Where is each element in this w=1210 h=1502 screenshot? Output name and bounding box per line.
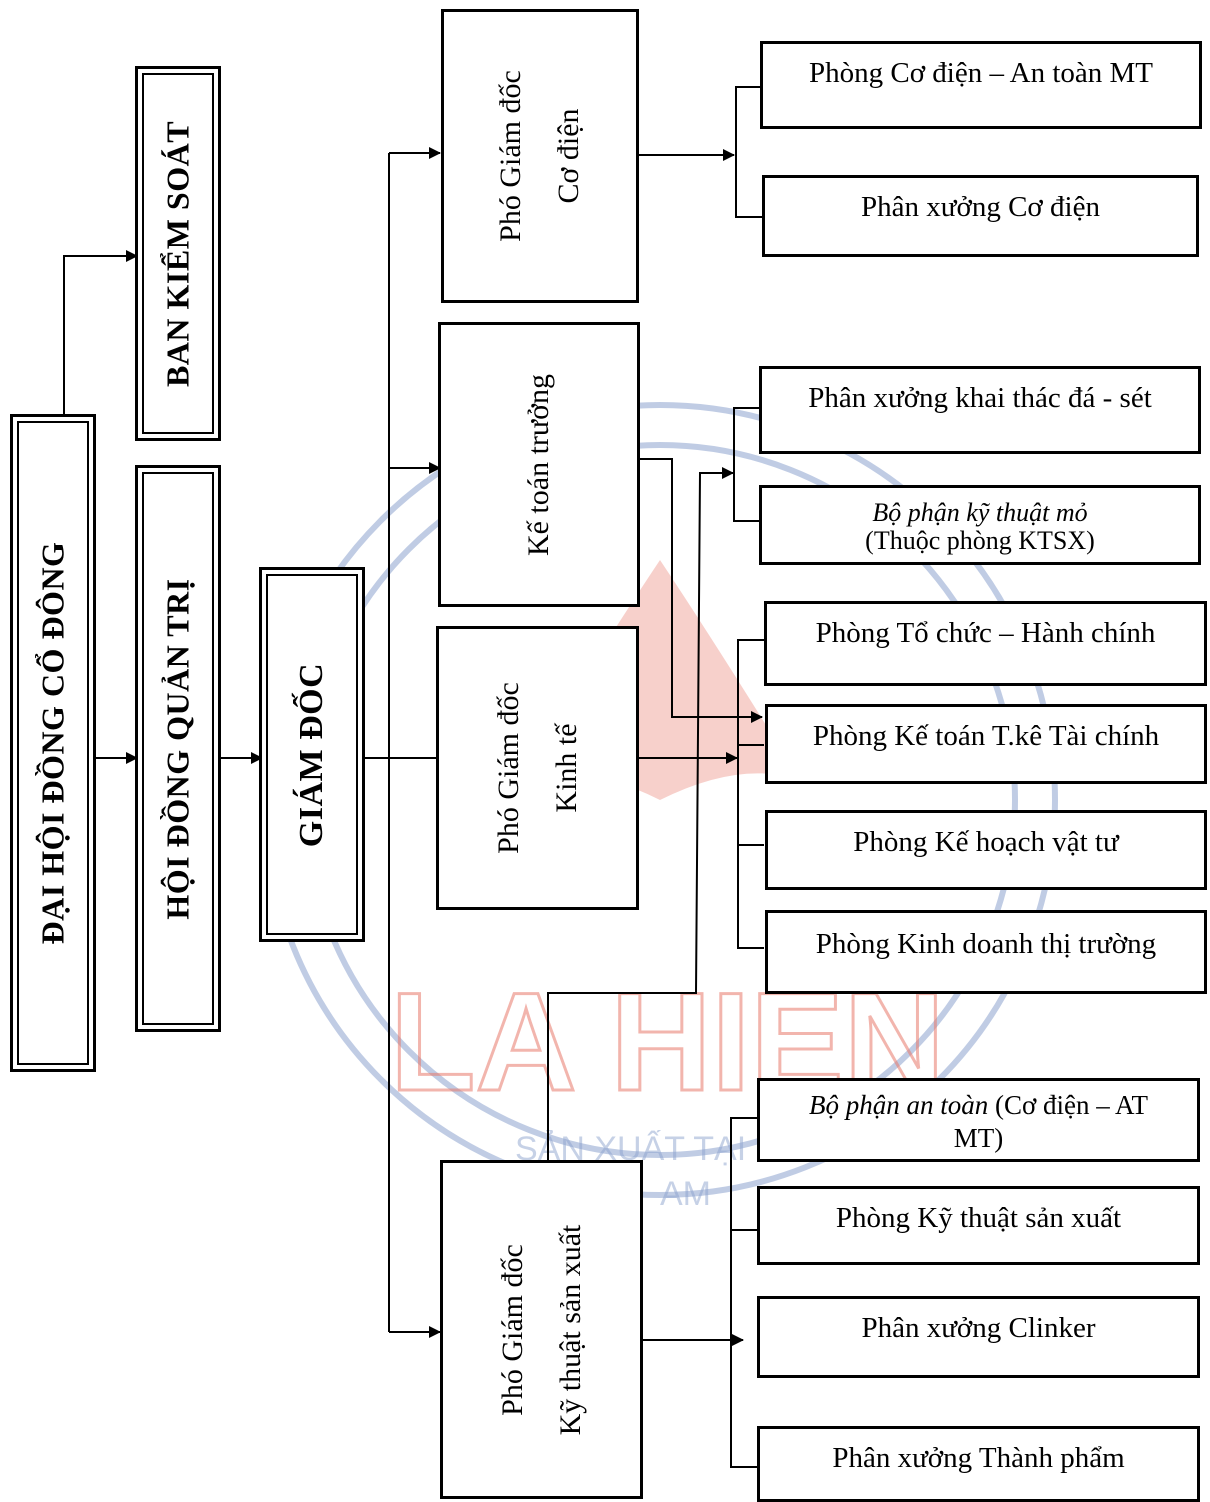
unit-safety-italic: Bộ phận an toàn bbox=[808, 1090, 989, 1120]
deputy-tech-label: Phó Giám đốc Kỹ thuật sản xuất bbox=[484, 1224, 600, 1435]
watermark-small-2: AM bbox=[660, 1175, 711, 1213]
board-box[interactable]: HỘI ĐỒNG QUẢN TRỊ bbox=[135, 465, 221, 1032]
deputy-econ-box[interactable]: Phó Giám đốc Kinh tế bbox=[436, 626, 639, 910]
unit-org-admin-label: Phòng Tổ chức – Hành chính bbox=[815, 617, 1156, 649]
deputy-mech-box[interactable]: Phó Giám đốc Cơ điện bbox=[441, 9, 639, 303]
shareholders-box[interactable]: ĐẠI HỘI ĐỒNG CỔ ĐÔNG bbox=[10, 414, 96, 1072]
unit-safety-line-1: Bộ phận an toàn (Cơ điện – AT bbox=[760, 1090, 1197, 1120]
unit-mining-tech-note: (Thuộc phòng KTSX) bbox=[865, 526, 1095, 555]
unit-mech-safety[interactable]: Phòng Cơ điện – An toàn MT bbox=[760, 41, 1202, 129]
director-box[interactable]: GIÁM ĐỐC bbox=[259, 567, 365, 942]
deputy-mech-line-1: Phó Giám đốc bbox=[494, 70, 527, 242]
chief-accountant-box[interactable]: Kế toán trưởng bbox=[438, 322, 640, 607]
unit-org-admin[interactable]: Phòng Tổ chức – Hành chính bbox=[764, 601, 1207, 686]
unit-mining-tech[interactable]: Bộ phận kỹ thuật mỏ (Thuộc phòng KTSX) bbox=[759, 485, 1201, 565]
deputy-tech-box[interactable]: Phó Giám đốc Kỹ thuật sản xuất bbox=[440, 1160, 643, 1499]
unit-accounting[interactable]: Phòng Kế toán T.kê Tài chính bbox=[765, 704, 1207, 784]
unit-quarry-label: Phân xưởng khai thác đá - sét bbox=[808, 382, 1152, 414]
unit-planning-label: Phòng Kế hoạch vật tư bbox=[853, 826, 1119, 858]
unit-mining-tech-label: Bộ phận kỹ thuật mỏ bbox=[872, 498, 1088, 527]
unit-production-tech-label: Phòng Kỹ thuật sản xuất bbox=[835, 1202, 1122, 1234]
unit-production-tech[interactable]: Phòng Kỹ thuật sản xuất bbox=[757, 1186, 1200, 1265]
supervisory-label: BAN KIỂM SOÁT bbox=[159, 120, 196, 387]
shareholders-label: ĐẠI HỘI ĐỒNG CỔ ĐÔNG bbox=[34, 541, 71, 945]
chief-accountant-label: Kế toán trưởng bbox=[522, 373, 555, 556]
supervisory-box[interactable]: BAN KIỂM SOÁT bbox=[135, 66, 221, 441]
unit-clinker-label: Phân xưởng Clinker bbox=[861, 1312, 1096, 1344]
unit-clinker[interactable]: Phân xưởng Clinker bbox=[757, 1296, 1200, 1378]
deputy-econ-line-2: Kinh tế bbox=[549, 723, 583, 813]
unit-accounting-label: Phòng Kế toán T.kê Tài chính bbox=[812, 720, 1160, 752]
unit-safety[interactable]: Bộ phận an toàn (Cơ điện – AT MT) bbox=[757, 1078, 1200, 1162]
unit-mech-safety-label: Phòng Cơ điện – An toàn MT bbox=[808, 57, 1153, 89]
unit-mech-workshop-label: Phân xưởng Cơ điện bbox=[861, 191, 1100, 223]
unit-marketing-label: Phòng Kinh doanh thị trường bbox=[815, 928, 1157, 960]
deputy-mech-label: Phó Giám đốc Cơ điện bbox=[482, 70, 598, 242]
unit-planning[interactable]: Phòng Kế hoạch vật tư bbox=[765, 810, 1207, 890]
unit-quarry[interactable]: Phân xưởng khai thác đá - sét bbox=[759, 366, 1201, 454]
unit-finished[interactable]: Phân xưởng Thành phẩm bbox=[757, 1426, 1200, 1502]
unit-marketing[interactable]: Phòng Kinh doanh thị trường bbox=[765, 910, 1207, 994]
deputy-tech-line-2: Kỹ thuật sản xuất bbox=[553, 1224, 587, 1435]
board-label: HỘI ĐỒNG QUẢN TRỊ bbox=[159, 577, 196, 920]
unit-mech-workshop[interactable]: Phân xưởng Cơ điện bbox=[762, 175, 1199, 257]
unit-finished-label: Phân xưởng Thành phẩm bbox=[832, 1442, 1125, 1474]
unit-safety-note-2: MT) bbox=[953, 1123, 1004, 1153]
unit-safety-note-1: (Cơ điện – AT bbox=[988, 1090, 1149, 1120]
deputy-econ-label: Phó Giám đốc Kinh tế bbox=[480, 682, 596, 854]
deputy-mech-line-2: Cơ điện bbox=[552, 108, 585, 204]
deputy-econ-line-1: Phó Giám đốc bbox=[491, 682, 525, 854]
deputy-tech-line-1: Phó Giám đốc bbox=[495, 1243, 529, 1416]
director-label: GIÁM ĐỐC bbox=[293, 662, 330, 847]
